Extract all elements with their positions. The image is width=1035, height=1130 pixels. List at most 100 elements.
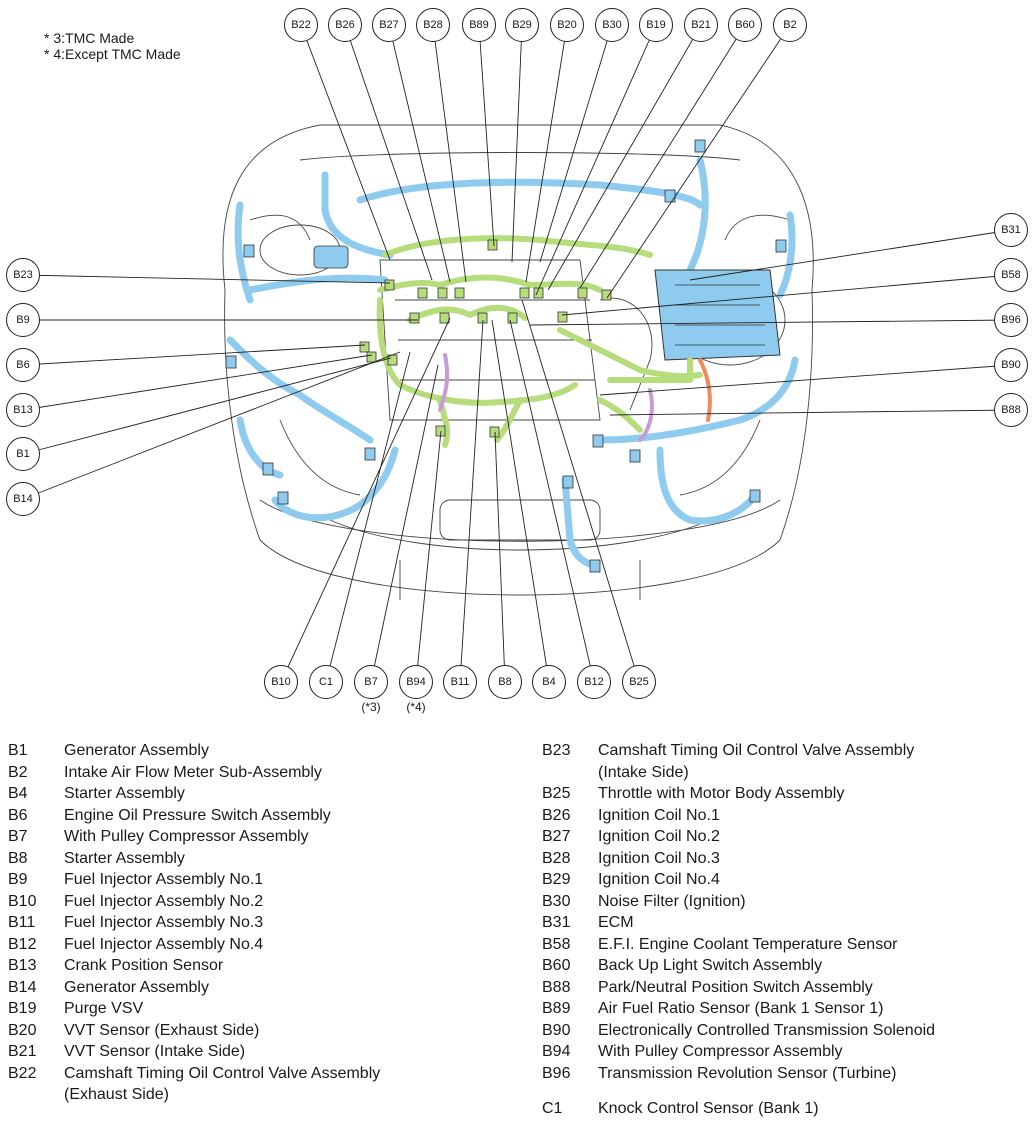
callout-b20: B20 <box>550 8 584 42</box>
callout-label: B12 <box>584 676 604 688</box>
legend-name: With Pulley Compressor Assembly <box>598 1043 843 1060</box>
leader-b26 <box>344 24 433 281</box>
callout-label: B14 <box>13 493 33 505</box>
callout-label: B88 <box>1001 404 1021 416</box>
leader-b58 <box>561 274 1012 316</box>
legend-row-b21: B21 VVT Sensor (Intake Side) <box>8 1041 528 1063</box>
harness-purple <box>438 353 654 442</box>
callout-b90: B90 <box>994 348 1028 382</box>
callout-label: B90 <box>1001 359 1021 371</box>
callout-b4: B4 <box>532 665 566 699</box>
callout-label: B26 <box>335 19 355 31</box>
leader-b10 <box>280 317 451 683</box>
legend-name: Generator Assembly <box>64 978 209 996</box>
legend-name: Engine Oil Pressure Switch Assembly <box>64 806 331 824</box>
legend-code: B90 <box>542 1021 571 1039</box>
callout-b10: B10 <box>264 665 298 699</box>
callout-b25: B25 <box>622 665 656 699</box>
callout-label: B8 <box>498 676 511 688</box>
legend-code: B88 <box>542 978 571 996</box>
leader-b89 <box>478 24 495 247</box>
leader-lines <box>22 24 1012 683</box>
legend-row-b90: B90 Electronically Controlled Transmissio… <box>542 1020 1032 1042</box>
leader-b88 <box>609 409 1012 416</box>
legend-code: B9 <box>8 871 28 888</box>
callout-b88: B88 <box>994 393 1028 427</box>
legend-name: VVT Sensor (Exhaust Side) <box>64 1021 260 1039</box>
legend-name: Generator Assembly <box>64 742 209 759</box>
callout-label: B4 <box>542 676 555 688</box>
vehicle-outline <box>222 124 814 600</box>
leader-b90 <box>599 364 1012 396</box>
legend-name: VVT Sensor (Intake Side) <box>64 1043 246 1060</box>
callout-label: B96 <box>1001 314 1021 326</box>
legend-name-continued: (Exhaust Side) <box>64 1086 169 1103</box>
legend-code: B96 <box>542 1064 571 1082</box>
callout-b30: B30 <box>595 8 629 42</box>
leader-c1 <box>325 351 411 683</box>
callout-b8: B8 <box>488 665 522 699</box>
callout-label: B20 <box>557 19 577 31</box>
legend-name: Transmission Revolution Sensor (Turbine) <box>598 1064 897 1082</box>
legend-code: B21 <box>8 1043 37 1060</box>
legend-code: B19 <box>8 1000 37 1017</box>
callout-b21: B21 <box>684 8 718 42</box>
legend-code: B89 <box>542 1000 571 1017</box>
note-tmc-made: * 3:TMC Made <box>44 30 135 46</box>
callout-b2: B2 <box>773 8 807 42</box>
callout-b23: B23 <box>6 258 40 292</box>
leader-b27 <box>388 24 451 283</box>
legend-code: B60 <box>542 957 571 974</box>
leader-b11 <box>459 319 484 683</box>
legend-row-b96: B96 Transmission Revolution Sensor (Turbi… <box>542 1063 1032 1085</box>
legend-name: Back Up Light Switch Assembly <box>598 957 823 974</box>
legend-name: Camshaft Timing Oil Control Valve Assemb… <box>598 742 915 781</box>
callout-label: B2 <box>783 19 796 31</box>
legend-name: ECM <box>598 914 634 931</box>
legend-name: Fuel Injector Assembly No.1 <box>64 871 264 888</box>
legend-spacer <box>542 1084 1032 1098</box>
callout-note-b7: (*3) <box>361 700 380 714</box>
legend-row-b94: B94 With Pulley Compressor Assembly <box>542 1041 1032 1063</box>
legend-name: Ignition Coil No.1 <box>598 806 720 824</box>
callout-b94: B94 <box>399 665 433 699</box>
legend-code: B4 <box>8 785 28 802</box>
leader-b25 <box>521 299 640 683</box>
callout-b89: B89 <box>462 8 496 42</box>
legend-code: B28 <box>542 849 571 867</box>
legend-code: B27 <box>542 828 571 845</box>
callout-b60: B60 <box>728 8 762 42</box>
note-except-tmc-made: * 4:Except TMC Made <box>44 46 181 62</box>
callout-label: B1 <box>16 448 29 460</box>
leader-b30 <box>539 24 613 263</box>
legend-name-continued: (Intake Side) <box>598 763 689 781</box>
legend-code: B58 <box>542 935 571 953</box>
legend-code: B94 <box>542 1043 571 1060</box>
leader-b60 <box>579 24 746 289</box>
leader-b12 <box>509 319 595 683</box>
legend-name: Starter Assembly <box>64 849 185 867</box>
callout-b31: B31 <box>994 213 1028 247</box>
legend-name: Ignition Coil No.3 <box>598 849 720 867</box>
legend-code: B23 <box>542 742 571 759</box>
callout-b14: B14 <box>6 482 40 516</box>
legend-code: B22 <box>8 1064 37 1082</box>
callout-b6: B6 <box>6 348 40 382</box>
legend-row-b60: B60 Back Up Light Switch Assembly <box>542 955 1032 977</box>
leader-b96 <box>529 319 1012 326</box>
legend-row-b28: B28 Ignition Coil No.3 <box>542 848 1032 870</box>
callout-label: B31 <box>1001 224 1021 236</box>
legend-name: Crank Position Sensor <box>64 957 224 974</box>
leader-b4 <box>491 319 550 683</box>
legend-name: Electronically Controlled Transmission S… <box>598 1021 936 1039</box>
legend-code: B2 <box>8 763 28 781</box>
legend-name: Throttle with Motor Body Assembly <box>598 785 845 802</box>
